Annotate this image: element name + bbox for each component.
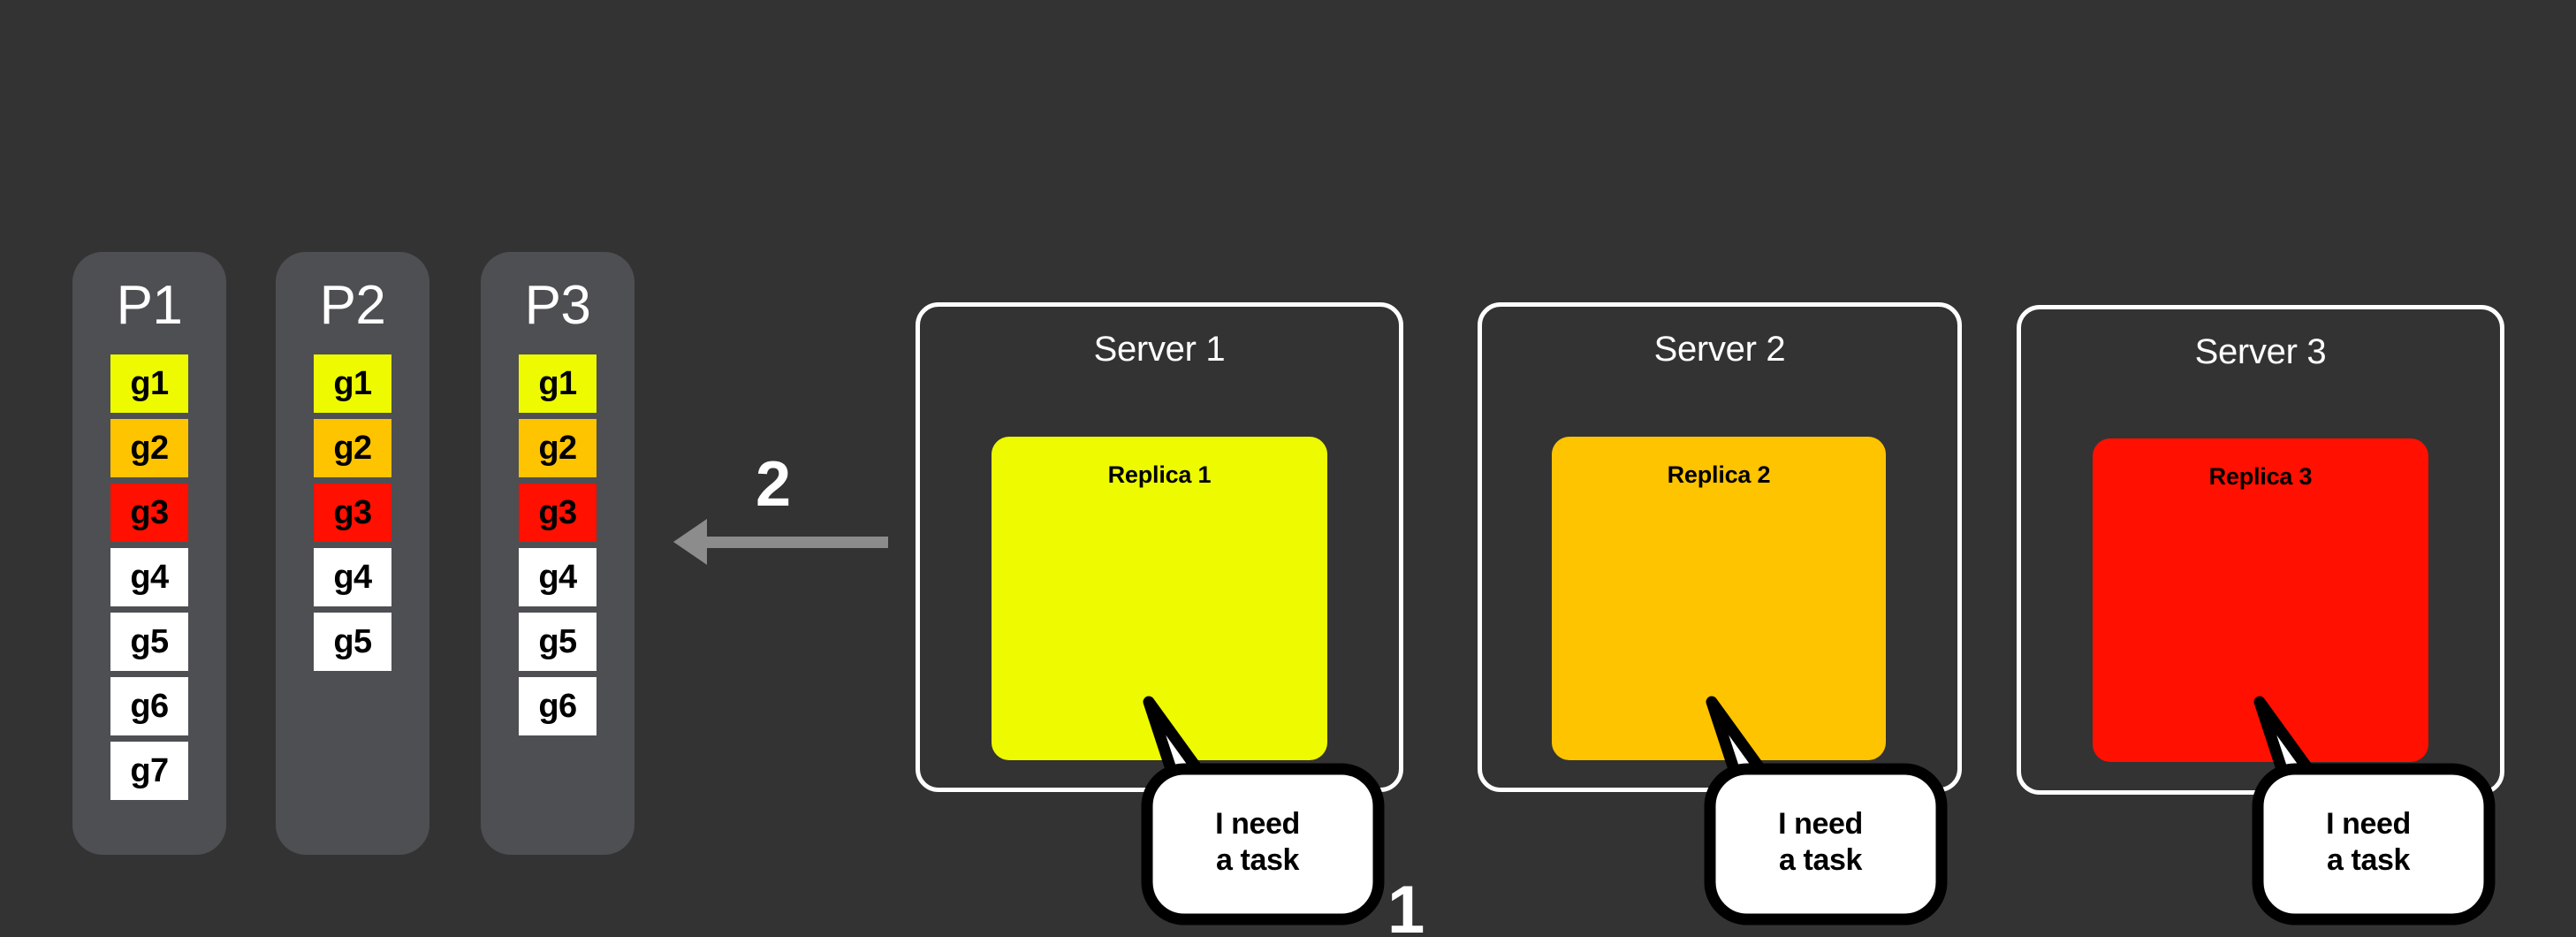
partition-column-p3[interactable]: P3 g1 g2 g3 g4 g5 g6 — [481, 252, 635, 855]
bubble-body — [2252, 763, 2496, 926]
partition-cell[interactable]: g2 — [519, 419, 597, 477]
partition-cell-list-p3: g1 g2 g3 g4 g5 g6 — [481, 354, 635, 735]
partition-cell[interactable]: g2 — [314, 419, 391, 477]
server-title-2: Server 2 — [1653, 330, 1786, 369]
partition-title-p1: P1 — [116, 275, 183, 336]
partition-cell[interactable]: g3 — [110, 484, 188, 542]
partition-cell-list-p2: g1 g2 g3 g4 g5 — [276, 354, 429, 671]
partition-cell[interactable]: g3 — [519, 484, 597, 542]
partition-cell[interactable]: g5 — [314, 613, 391, 671]
step-number-2: 2 — [756, 449, 792, 520]
replica-label-2: Replica 2 — [1667, 461, 1771, 488]
partition-cell[interactable]: g6 — [519, 677, 597, 735]
step-number-1: 1 — [1387, 872, 1425, 937]
server-title-1: Server 1 — [1093, 330, 1226, 369]
speech-bubble-shape — [2252, 696, 2496, 926]
arrow-head-icon — [673, 519, 707, 565]
flow-arrow-left — [673, 519, 888, 565]
partition-cell[interactable]: g1 — [110, 354, 188, 413]
partition-cell[interactable]: g3 — [314, 484, 391, 542]
partition-cell[interactable]: g5 — [110, 613, 188, 671]
replica-box-1[interactable]: Replica 1 — [992, 437, 1327, 760]
speech-bubble-shape — [1704, 696, 1948, 926]
speech-bubble-shape — [1141, 696, 1385, 926]
partition-title-p3: P3 — [524, 275, 591, 336]
bubble-body — [1704, 763, 1948, 926]
partition-cell[interactable]: g4 — [110, 548, 188, 606]
partition-cell[interactable]: g4 — [314, 548, 391, 606]
partition-column-p2[interactable]: P2 g1 g2 g3 g4 g5 — [276, 252, 429, 855]
arrow-shaft — [706, 536, 888, 548]
partition-cell[interactable]: g5 — [519, 613, 597, 671]
partition-cell[interactable]: g7 — [110, 742, 188, 800]
replica-label-1: Replica 1 — [1107, 461, 1212, 488]
server-title-3: Server 3 — [2194, 332, 2327, 371]
partition-cell[interactable]: g6 — [110, 677, 188, 735]
partition-cell[interactable]: g1 — [519, 354, 597, 413]
partition-column-p1[interactable]: P1 g1 g2 g3 g4 g5 g6 g7 — [72, 252, 226, 855]
partition-cell-list-p1: g1 g2 g3 g4 g5 g6 g7 — [72, 354, 226, 800]
bubble-body — [1141, 763, 1385, 926]
partition-cell[interactable]: g1 — [314, 354, 391, 413]
replica-label-3: Replica 3 — [2208, 463, 2313, 490]
partition-title-p2: P2 — [319, 275, 386, 336]
partition-cell[interactable]: g2 — [110, 419, 188, 477]
partition-cell[interactable]: g4 — [519, 548, 597, 606]
